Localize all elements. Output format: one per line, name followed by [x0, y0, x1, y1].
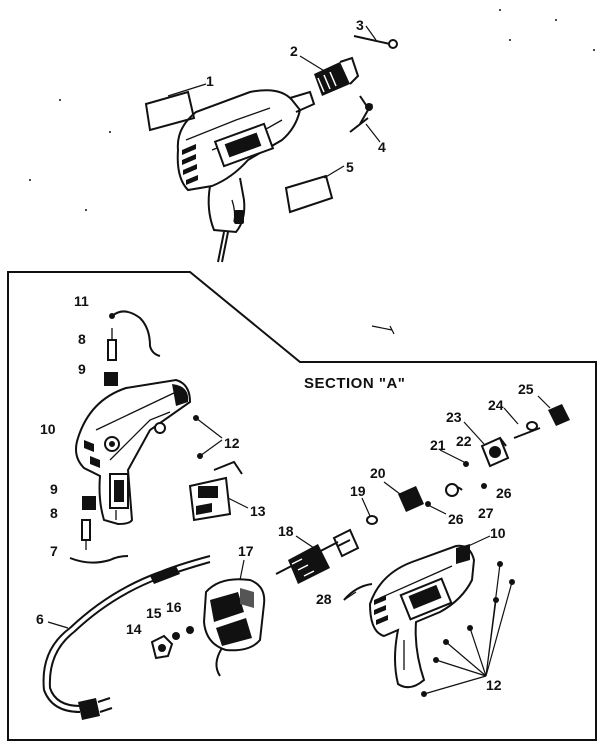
callout-26-right: 26 — [496, 485, 512, 501]
callout-10-right: 10 — [490, 525, 506, 541]
callout-9-bottom: 9 — [50, 481, 58, 497]
part-brush-top — [104, 372, 118, 386]
part-chuck-key — [349, 95, 381, 143]
part-washer-15 — [172, 632, 180, 640]
section-frame — [7, 271, 597, 741]
callout-19: 19 — [350, 483, 366, 499]
callout-16: 16 — [166, 599, 182, 615]
callout-3: 3 — [356, 17, 364, 33]
callout-2: 2 — [290, 43, 298, 59]
part-strain-relief — [150, 566, 180, 584]
callout-23: 23 — [446, 409, 462, 425]
part-housing-right — [368, 535, 491, 689]
callout-11: 11 — [74, 293, 89, 309]
callout-17: 17 — [238, 543, 254, 559]
part-power-cord — [42, 555, 211, 720]
callout-26-left: 26 — [448, 511, 464, 527]
part-fan-baffle — [343, 583, 373, 601]
callout-14: 14 — [126, 621, 142, 637]
part-bearing — [383, 481, 424, 512]
callout-9-top: 9 — [78, 361, 86, 377]
part-washer-26a — [425, 501, 447, 515]
part-nut — [150, 634, 174, 660]
callout-labels: 1 2 3 4 5 6 7 8 8 9 9 10 10 11 12 12 13 … — [36, 17, 534, 693]
part-field — [202, 559, 266, 677]
part-screws-housing — [193, 415, 223, 459]
callout-10-left: 10 — [40, 421, 56, 437]
callout-15: 15 — [146, 605, 162, 621]
part-washer-19 — [361, 497, 378, 525]
part-chuck — [299, 55, 360, 96]
part-cord-clamp — [69, 555, 129, 564]
part-spindle — [526, 395, 570, 431]
part-label-plate — [144, 83, 207, 132]
callout-4: 4 — [378, 139, 386, 155]
part-housing-left — [75, 378, 192, 526]
part-armature — [275, 528, 360, 584]
callout-12-left: 12 — [224, 435, 240, 451]
assembled-drill — [176, 89, 316, 263]
callout-22: 22 — [456, 433, 472, 449]
part-screws-fan — [421, 561, 515, 697]
part-cord-lead — [109, 310, 161, 357]
scan-speckles — [29, 9, 595, 211]
callout-20: 20 — [370, 465, 386, 481]
callout-21: 21 — [430, 437, 446, 453]
part-chuck-key-holder — [353, 25, 398, 49]
part-gear — [463, 421, 510, 468]
part-spindle-washer — [439, 449, 469, 467]
callout-7: 7 — [50, 543, 58, 559]
part-washer-26b — [481, 483, 487, 489]
part-brush-holder-bottom — [81, 519, 91, 550]
part-nameplate — [284, 165, 345, 214]
callout-24: 24 — [488, 397, 504, 413]
part-switch — [188, 460, 249, 522]
part-retaining-ring — [445, 483, 463, 497]
callout-12-right: 12 — [486, 677, 502, 693]
callout-5: 5 — [346, 159, 354, 175]
callout-8-top: 8 — [78, 331, 86, 347]
reference-mark — [371, 325, 395, 335]
callout-1: 1 — [206, 73, 214, 89]
callout-18: 18 — [278, 523, 294, 539]
callout-27: 27 — [478, 505, 494, 521]
callout-8-bottom: 8 — [50, 505, 58, 521]
section-title: SECTION "A" — [304, 375, 405, 392]
part-brush-holder-top — [107, 328, 117, 361]
callout-6: 6 — [36, 611, 44, 627]
callout-25: 25 — [518, 381, 534, 397]
part-washer-16 — [186, 626, 194, 634]
part-brush-bottom — [82, 496, 96, 510]
callout-28: 28 — [316, 591, 332, 607]
callout-13: 13 — [250, 503, 266, 519]
